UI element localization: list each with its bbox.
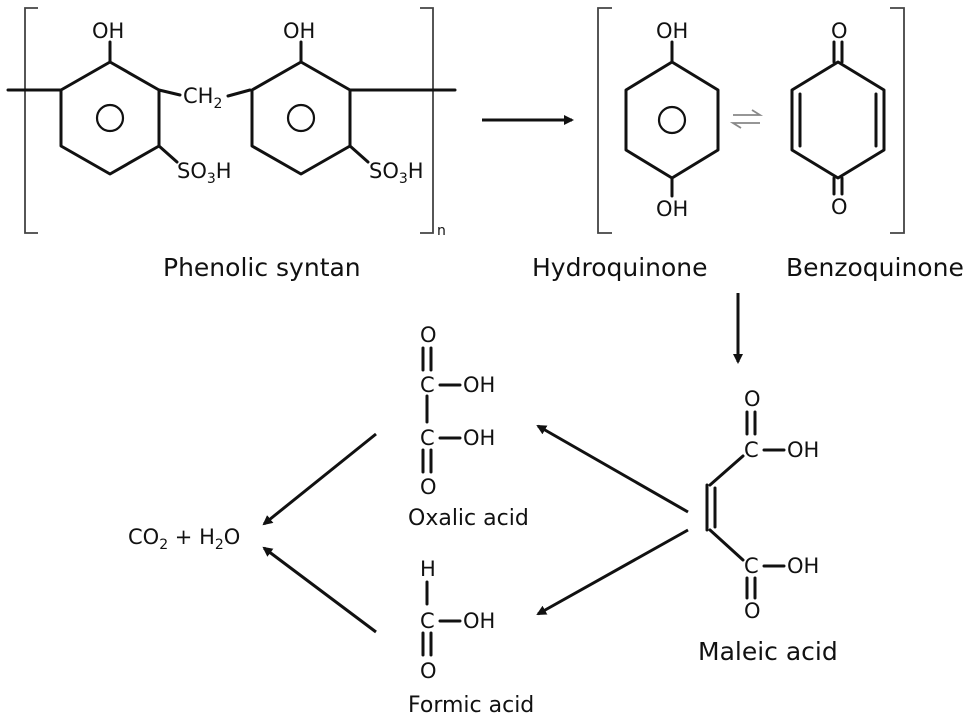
hq-oh-bottom: OH [656,197,688,221]
arrow-oxalic-to-products [262,432,377,526]
hq-oh-top: OH [656,19,688,43]
aromatic-circle-2 [286,103,316,133]
oh-label-2: OH [283,19,315,43]
oxalic-oh-top: OH [463,373,495,397]
formic-acid-name: Formic acid [408,693,534,718]
ring-1 [59,60,161,176]
hydroquinone-name: Hydroquinone [532,253,708,282]
arrow-to-oxalic [536,424,689,514]
equilibrium-arrows [729,109,764,129]
phenolic-syntan: n OH CH2 SO3H OH SO3H Phenolic syntan [6,7,457,282]
bq-o-bottom: O [831,195,848,219]
maleic-bond-upper [708,454,745,487]
maleic-o-top: O [744,387,761,411]
hydroquinone-ring [624,60,720,180]
so3h-label-2: SO3H [369,159,424,187]
oxalic-oh-bottom: OH [463,426,495,450]
so3h-bond-2 [348,144,370,164]
maleic-c-top: C [744,438,759,462]
maleic-c-bottom: C [744,554,759,578]
quinone-left-bracket [597,7,612,234]
repeat-n: n [437,223,446,239]
arrow-formic-to-products [262,546,377,634]
oxalic-c-top: C [420,373,435,397]
products-label: CO2 + H2O [128,525,240,553]
formic-c: C [420,609,435,633]
ch2-bond-left [157,88,182,97]
bq-o-top: O [831,19,848,43]
aromatic-circle-1 [95,103,125,133]
so3h-label-1: SO3H [177,159,232,187]
ch2-bond-right [226,88,252,98]
oh-label-1: OH [92,19,124,43]
maleic-oh-bottom: OH [787,554,819,578]
oxalic-o-bottom: O [420,475,437,499]
arrow-to-formic [536,528,689,616]
quinone-right-bracket [890,7,905,234]
oxalic-acid: O C OH C OH O Oxalic acid [408,323,529,531]
oxalic-c-bottom: C [420,426,435,450]
benzoquinone-ring [790,60,886,180]
ring-2 [250,60,352,176]
maleic-acid: O C OH C OH O Maleic acid [698,387,838,666]
formic-oh: OH [463,609,495,633]
oxalic-o-top: O [420,323,437,347]
formic-h: H [420,557,436,581]
maleic-o-bottom: O [744,599,761,623]
formic-acid: H C OH O Formic acid [408,557,534,718]
formic-o: O [420,659,437,683]
maleic-acid-name: Maleic acid [698,637,838,666]
phenolic-syntan-name: Phenolic syntan [163,253,361,282]
hydroquinone-aromatic-circle [657,105,687,135]
maleic-oh-top: OH [787,438,819,462]
left-bracket [24,7,38,234]
benzoquinone-name: Benzoquinone [786,253,964,282]
ch2-label: CH2 [183,84,222,112]
oxalic-acid-name: Oxalic acid [408,506,529,531]
so3h-bond-1 [157,144,179,164]
maleic-bond-lower [708,528,745,562]
quinone-group: OH OH O O Hydroquinone Benzoquinone [532,7,964,282]
right-bracket [420,7,434,234]
